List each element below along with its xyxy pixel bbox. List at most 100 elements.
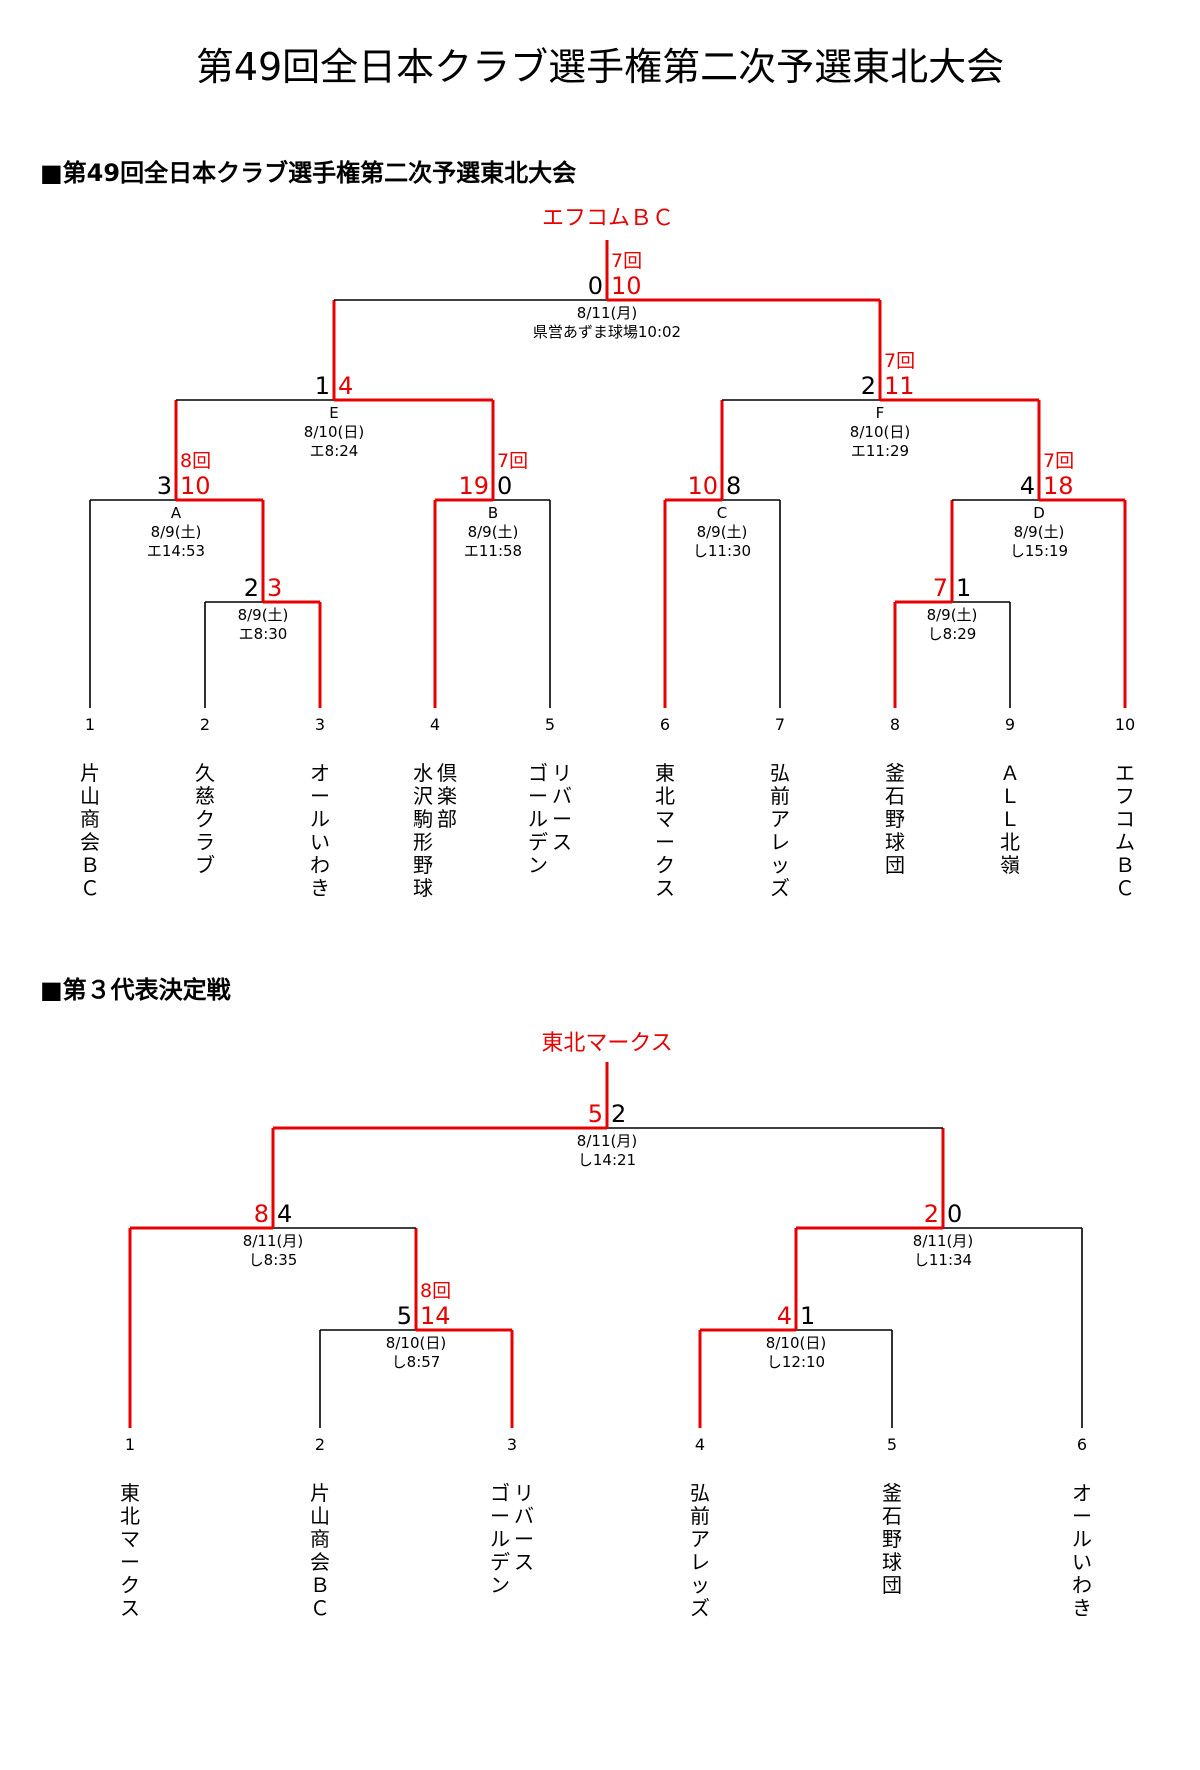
s1-match-F-right-score: 11: [884, 372, 915, 400]
s1-match-B-right-score: 0: [497, 472, 512, 500]
s1-team-number-7: 7: [775, 715, 785, 734]
s1-match-A-venue: エ14:53: [147, 542, 205, 560]
s1-team-number-8: 8: [890, 715, 900, 734]
s1-team-name-3: オールいわき: [310, 761, 330, 900]
s2-match-h1-right-score: 4: [277, 1200, 292, 1228]
s1-match-D-left-score: 4: [1020, 472, 1035, 500]
s1-match-g89-right-score: 1: [956, 574, 971, 602]
s2-match-h45-left-score: 4: [777, 1302, 792, 1330]
s1-match-g89-venue: し8:29: [928, 625, 977, 643]
s2-team-number-4: 4: [695, 1435, 705, 1454]
s1-match-final-date: 8/11(月): [577, 304, 637, 322]
s1-match-final-right-score: 10: [611, 272, 642, 300]
s1-team-name-4: 水沢駒形野球倶楽部: [413, 761, 457, 900]
s2-match-h45-right-score: 1: [800, 1302, 815, 1330]
s1-team-name-8: 釜石野球団: [885, 761, 905, 877]
s1-match-F-label: F: [876, 404, 885, 422]
s1-match-D-venue: し15:19: [1010, 542, 1068, 560]
s2-match-h1-date: 8/11(月): [243, 1232, 303, 1250]
s1-match-C-date: 8/9(土): [697, 523, 748, 541]
s1-match-E-venue: エ8:24: [310, 442, 359, 460]
s1-match-g23-left-score: 2: [244, 574, 259, 602]
s1-match-C-venue: し11:30: [693, 542, 751, 560]
s1-team-name-6: 東北マークス: [655, 761, 675, 900]
section1-heading: ■第49回全日本クラブ選手権第二次予選東北大会: [40, 159, 577, 187]
s2-match-h6-right-score: 0: [947, 1200, 962, 1228]
section2-heading: ■第３代表決定戦: [40, 976, 231, 1004]
s2-team-name-1: 東北マークス: [120, 1481, 140, 1620]
s1-match-F-venue: エ11:29: [851, 442, 909, 460]
s1-match-E-right-score: 4: [338, 372, 353, 400]
s1-match-D-note: 7回: [1043, 450, 1074, 472]
s2-match-h45-date: 8/10(日): [766, 1334, 826, 1352]
s2-team-number-5: 5: [887, 1435, 897, 1454]
s1-match-g23-venue: エ8:30: [239, 625, 288, 643]
s1-winner-name: エフコムＢＣ: [542, 206, 674, 231]
s2-team-name-3: ゴールデンリバース: [490, 1481, 534, 1597]
s1-team-name-7: 弘前アレッズ: [770, 761, 790, 900]
s2-team-number-6: 6: [1077, 1435, 1087, 1454]
s1-team-number-5: 5: [545, 715, 555, 734]
page-title: 第49回全日本クラブ選手権第二次予選東北大会: [195, 45, 1005, 89]
s1-match-final-left-score: 0: [588, 272, 603, 300]
s1-team-number-9: 9: [1005, 715, 1015, 734]
s1-match-D-date: 8/9(土): [1014, 523, 1065, 541]
s2-winner-name: 東北マークス: [541, 1031, 672, 1056]
s1-team-number-10: 10: [1115, 715, 1135, 734]
s1-match-F-note: 7回: [884, 350, 915, 372]
s1-match-g23-right-score: 3: [267, 574, 282, 602]
s1-match-final-note: 7回: [611, 250, 642, 272]
s1-match-E-date: 8/10(日): [304, 423, 364, 441]
s1-match-E-label: E: [329, 404, 338, 422]
s2-match-h1-venue: し8:35: [249, 1251, 298, 1269]
s1-match-C-label: C: [717, 504, 727, 522]
s1-match-C-right-score: 8: [726, 472, 741, 500]
s1-match-A-note: 8回: [180, 450, 211, 472]
s2-match-h23-date: 8/10(日): [386, 1334, 446, 1352]
s2-team-number-1: 1: [125, 1435, 135, 1454]
s1-team-number-1: 1: [85, 715, 95, 734]
s1-match-B-date: 8/9(土): [468, 523, 519, 541]
s1-match-F-date: 8/10(日): [850, 423, 910, 441]
s1-team-name-2: 久慈クラブ: [195, 761, 215, 877]
s2-match-h23-venue: し8:57: [392, 1353, 441, 1371]
s1-match-g89-left-score: 7: [933, 574, 948, 602]
s1-team-name-5: ゴールデンリバース: [528, 761, 572, 877]
s1-match-B-left-score: 19: [458, 472, 489, 500]
s1-match-g89-date: 8/9(土): [927, 606, 978, 624]
s1-match-A-date: 8/9(土): [151, 523, 202, 541]
s2-match-hfinal-right-score: 2: [611, 1100, 626, 1128]
s1-team-number-4: 4: [430, 715, 440, 734]
s1-match-C-left-score: 10: [687, 472, 718, 500]
s2-match-hfinal-venue: し14:21: [578, 1151, 636, 1169]
s2-match-h23-note: 8回: [420, 1280, 451, 1302]
s2-match-h6-left-score: 2: [924, 1200, 939, 1228]
s1-match-B-label: B: [488, 504, 498, 522]
s1-team-number-3: 3: [315, 715, 325, 734]
s2-match-h6-venue: し11:34: [914, 1251, 972, 1269]
s2-team-name-6: オールいわき: [1072, 1481, 1092, 1620]
s1-match-A-left-score: 3: [157, 472, 172, 500]
s2-match-hfinal-left-score: 5: [588, 1100, 603, 1128]
s1-match-A-right-score: 10: [180, 472, 211, 500]
s2-team-number-2: 2: [315, 1435, 325, 1454]
s2-team-name-4: 弘前アレッズ: [690, 1481, 710, 1620]
s1-match-D-right-score: 18: [1043, 472, 1074, 500]
s2-team-number-3: 3: [507, 1435, 517, 1454]
s2-match-h23-right-score: 14: [420, 1302, 451, 1330]
s1-match-B-note: 7回: [497, 450, 528, 472]
s2-team-name-5: 釜石野球団: [882, 1481, 902, 1597]
s2-match-h6-date: 8/11(月): [913, 1232, 973, 1250]
s1-match-E-left-score: 1: [315, 372, 330, 400]
s2-match-h45-venue: し12:10: [767, 1353, 825, 1371]
s1-team-number-2: 2: [200, 715, 210, 734]
s1-match-D-label: D: [1033, 504, 1045, 522]
s2-match-hfinal-date: 8/11(月): [577, 1132, 637, 1150]
s2-match-h1-left-score: 8: [254, 1200, 269, 1228]
s2-match-h23-left-score: 5: [397, 1302, 412, 1330]
